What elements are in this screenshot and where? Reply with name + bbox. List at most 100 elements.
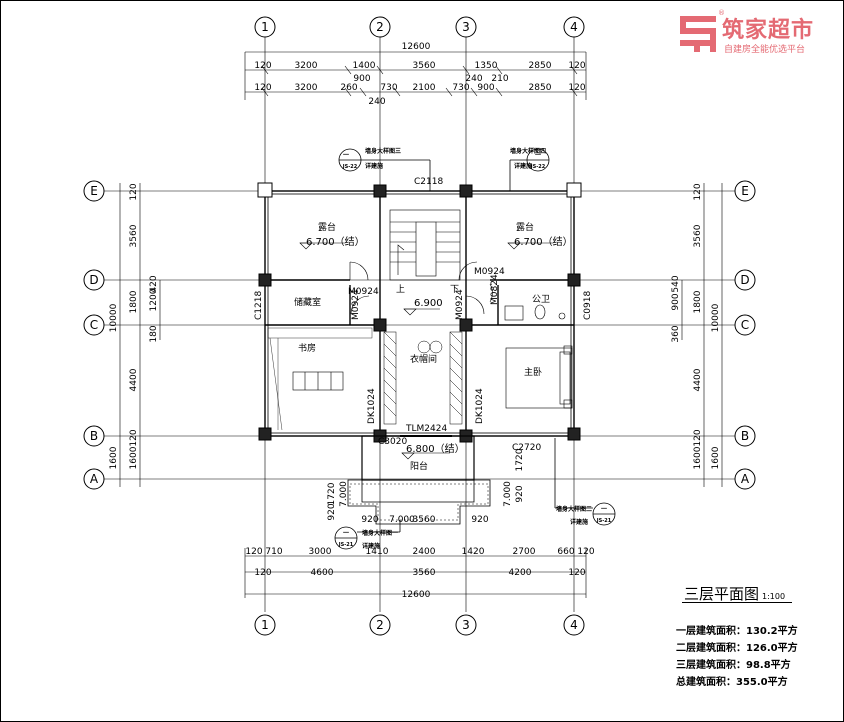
level-terrace-left: 6.700（结） bbox=[306, 235, 365, 248]
dim: 210 bbox=[491, 74, 508, 84]
wardrobes bbox=[383, 331, 463, 425]
dim: 120 bbox=[568, 83, 585, 93]
dim: 1600 bbox=[711, 446, 721, 469]
axis-col-3-bottom: 3 bbox=[462, 618, 470, 632]
axis-col-1-bottom: 1 bbox=[261, 618, 269, 632]
room-wardrobe: 衣帽间 bbox=[410, 353, 437, 365]
staircase bbox=[389, 209, 461, 281]
room-bath: 公卫 bbox=[532, 294, 550, 305]
detail-index: 一 bbox=[343, 152, 349, 159]
dim: 120 bbox=[254, 83, 271, 93]
shelf bbox=[267, 327, 373, 431]
level-terrace-right: 6.700（结） bbox=[514, 235, 573, 248]
dim: 730 bbox=[452, 83, 469, 93]
detail-ref-1: 详建施 bbox=[362, 542, 380, 550]
dim: 240 bbox=[465, 74, 482, 84]
detail-ref-2: 详建施 bbox=[570, 518, 588, 526]
opening-dk1024-a: DK1024 bbox=[367, 388, 377, 424]
dim: 2850 bbox=[529, 61, 552, 71]
door-m0824: M0824 bbox=[490, 274, 500, 305]
window-c3020: C3020 bbox=[378, 437, 407, 447]
dim: 3560 bbox=[693, 224, 703, 247]
dim: 120 bbox=[254, 568, 271, 578]
dim: 7.000 bbox=[389, 515, 415, 525]
dim: 920 bbox=[471, 515, 488, 525]
dim: 3560 bbox=[413, 568, 436, 578]
dim-left-total: 10000 bbox=[109, 303, 119, 332]
dim: 1600 bbox=[109, 446, 119, 469]
dim: 1350 bbox=[475, 61, 498, 71]
dim: 120 bbox=[129, 429, 139, 446]
drawing-title: 三层平面图 bbox=[684, 585, 760, 603]
toilet bbox=[504, 304, 566, 321]
area-floor-2: 二层建筑面积：126.0平方 bbox=[676, 643, 798, 654]
dim: 420 bbox=[149, 275, 159, 292]
dim: 240 bbox=[368, 97, 385, 107]
detail-sheet: JS-22 bbox=[530, 164, 546, 170]
dim: 180 bbox=[149, 325, 159, 342]
room-master: 主卧 bbox=[524, 366, 542, 378]
dim: 1410 bbox=[366, 547, 389, 557]
dim: 3560 bbox=[413, 61, 436, 71]
level-balcony: 6.800（结） bbox=[406, 442, 465, 455]
side-dimensions bbox=[119, 183, 723, 487]
dim: 1400 bbox=[353, 61, 376, 71]
columns bbox=[257, 182, 582, 443]
detail-label-2: 墙身大样图二 bbox=[556, 505, 592, 513]
axis-grid bbox=[104, 30, 735, 612]
window-c2118: C2118 bbox=[414, 177, 443, 187]
axis-row-d: D bbox=[89, 273, 98, 287]
axis-row-c-right: C bbox=[741, 318, 749, 332]
door-m0924-d: M0924 bbox=[455, 289, 465, 320]
dim: 1800 bbox=[693, 290, 703, 313]
dim: 540 bbox=[671, 275, 681, 292]
logo-slogan: 自建房全能优选平台 bbox=[724, 45, 806, 55]
window-c1218: C1218 bbox=[254, 291, 264, 320]
dim: 660 bbox=[557, 547, 574, 557]
axis-row-e-right: E bbox=[741, 184, 749, 198]
dim: 7.000 bbox=[503, 481, 513, 507]
axis-row-a: A bbox=[90, 472, 99, 486]
axis-row-b: B bbox=[90, 429, 98, 443]
dim: 1600 bbox=[129, 446, 139, 469]
walls bbox=[264, 190, 575, 437]
dim: 1200 bbox=[149, 288, 159, 311]
dim: 2700 bbox=[513, 547, 536, 557]
room-storage: 储藏室 bbox=[294, 296, 321, 308]
detail-index: 一 bbox=[601, 506, 607, 513]
area-total: 总建筑面积：355.0平方 bbox=[676, 677, 788, 688]
detail-sheet: JS-21 bbox=[596, 518, 612, 524]
dim: 120 bbox=[129, 183, 139, 200]
dim: 120 bbox=[693, 183, 703, 200]
detail-label-4: 墙身大样图四 bbox=[510, 147, 546, 155]
axis-col-1: 1 bbox=[261, 20, 269, 34]
dim: 2400 bbox=[413, 547, 436, 557]
dim-bottom-total: 12600 bbox=[402, 590, 431, 600]
dim: 900 bbox=[353, 74, 370, 84]
dim: 120 bbox=[254, 61, 271, 71]
dim: 1720 bbox=[515, 448, 525, 471]
axis-row-b-right: B bbox=[741, 429, 749, 443]
window-c0918: C0918 bbox=[583, 291, 593, 320]
balcony bbox=[347, 435, 491, 525]
dim: 2100 bbox=[413, 83, 436, 93]
dim: 3560 bbox=[129, 224, 139, 247]
axis-bubbles bbox=[83, 16, 756, 636]
axis-row-e: E bbox=[90, 184, 98, 198]
bottom-dimensions bbox=[244, 548, 587, 598]
dim-top-total: 12600 bbox=[402, 42, 431, 52]
top-dimensions bbox=[244, 51, 587, 100]
dim: 1720 bbox=[327, 482, 337, 505]
registered-mark: ® bbox=[718, 9, 725, 17]
dim: 120 bbox=[245, 547, 262, 557]
dim: 730 bbox=[380, 83, 397, 93]
axis-col-4-bottom: 4 bbox=[570, 618, 578, 632]
dim: 3200 bbox=[295, 83, 318, 93]
dim: 4400 bbox=[129, 368, 139, 391]
dim: 4200 bbox=[509, 568, 532, 578]
logo-name: 筑家超市 bbox=[722, 18, 815, 43]
bed bbox=[505, 345, 573, 409]
detail-ref-3: 详建施 bbox=[365, 162, 383, 170]
level-markers bbox=[299, 242, 553, 460]
dim: 360 bbox=[671, 325, 681, 342]
